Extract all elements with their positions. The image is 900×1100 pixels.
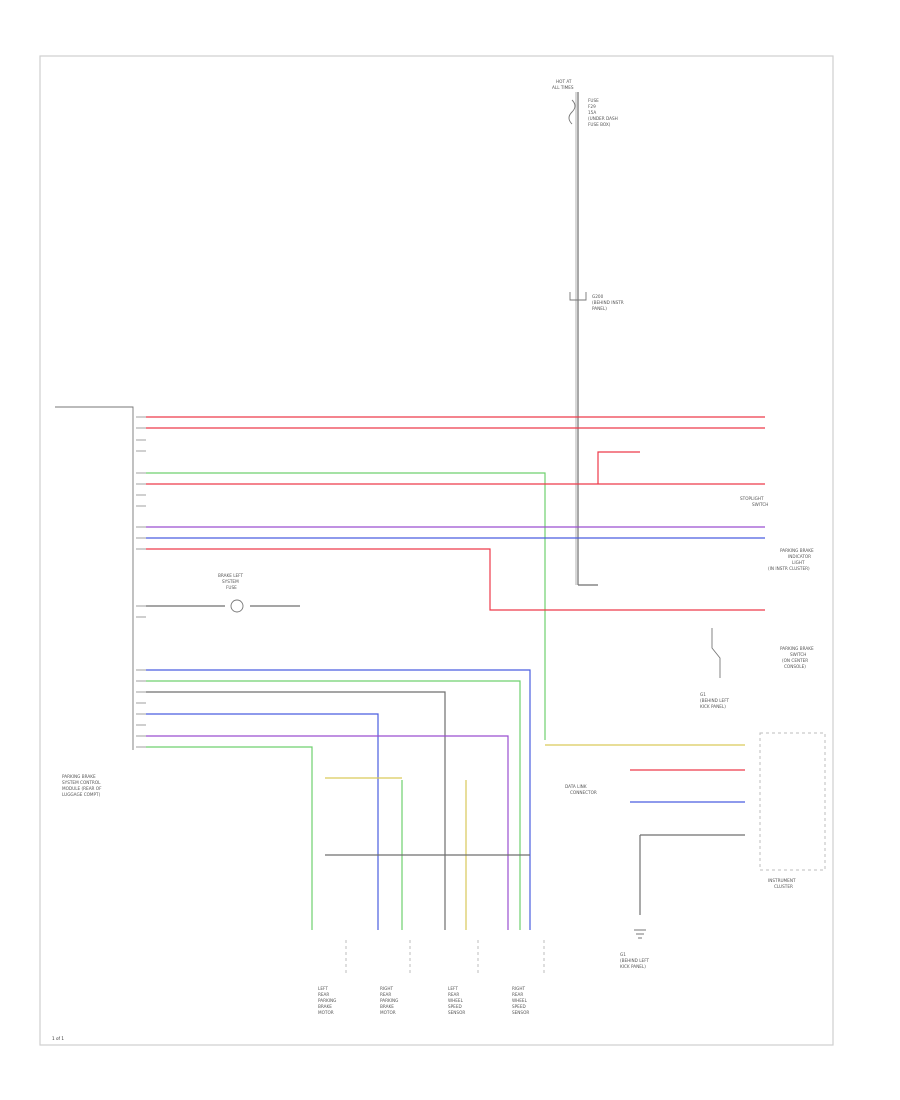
instrument-cluster-outline [759,732,826,871]
switch-symbol [711,628,721,678]
motor-1-label: LEFT REAR PARKING BRAKE MOTOR [318,986,338,1015]
instrument-cluster-label: INSTRUMENT CLUSTER [768,878,797,889]
ground-bottom-label: G1 (BEHIND LEFT KICK PANEL) [620,952,650,969]
parking-brake-module: PARKING BRAKE SYSTEM CONTROL MODULE (REA… [55,406,146,797]
diagram-frame [39,55,834,1046]
fuse-label: FUSE F29 15A (UNDER DASH FUSE BOX) [588,98,619,127]
stoplight-switch-label: STOPLIGHT SWITCH [740,496,768,507]
bus-wires: BRAKE LEFT SYSTEM FUSE [146,416,765,930]
motor-2-label: RIGHT REAR PARKING BRAKE MOTOR [380,986,400,1015]
fuse-symbol [568,99,576,125]
sensor-1-label: LEFT REAR WHEEL SPEED SENSOR [448,986,465,1015]
data-link-label: DATA LINK CONNECTOR [565,784,597,795]
module-pin-ticks [136,416,146,748]
inline-connector-symbol [569,292,587,301]
module-label: PARKING BRAKE SYSTEM CONTROL MODULE (REA… [62,774,103,797]
motor-sensor-group: LEFT REAR PARKING BRAKE MOTOR RIGHT REAR… [318,777,545,1015]
circuit-breaker-symbol [230,599,244,613]
ground-right-label: G1 (BEHIND LEFT KICK PANEL) [700,692,730,709]
page-number: 1 of 1 [52,1036,64,1041]
parking-brake-indicator-label: PARKING BRAKE INDICATOR LIGHT (IN INSTR … [768,548,815,571]
connector-left-label: BRAKE LEFT SYSTEM FUSE [218,573,244,590]
sensor-2-label: RIGHT REAR WHEEL SPEED SENSOR [512,986,529,1015]
inline-connector-label: G200 (BEHIND INSTR PANEL) [592,294,625,311]
parking-brake-switch-label: PARKING BRAKE SWITCH (ON CENTER CONSOLE) [780,646,815,669]
power-feed: HOT AT ALL TIMES FUSE F29 15A (UNDER DAS… [552,79,625,586]
hot-at-all-times-label: HOT AT ALL TIMES [552,79,574,90]
ground-symbol-bottom [634,929,646,939]
right-side-components: PARKING BRAKE INDICATOR LIGHT (IN INSTR … [545,496,826,969]
